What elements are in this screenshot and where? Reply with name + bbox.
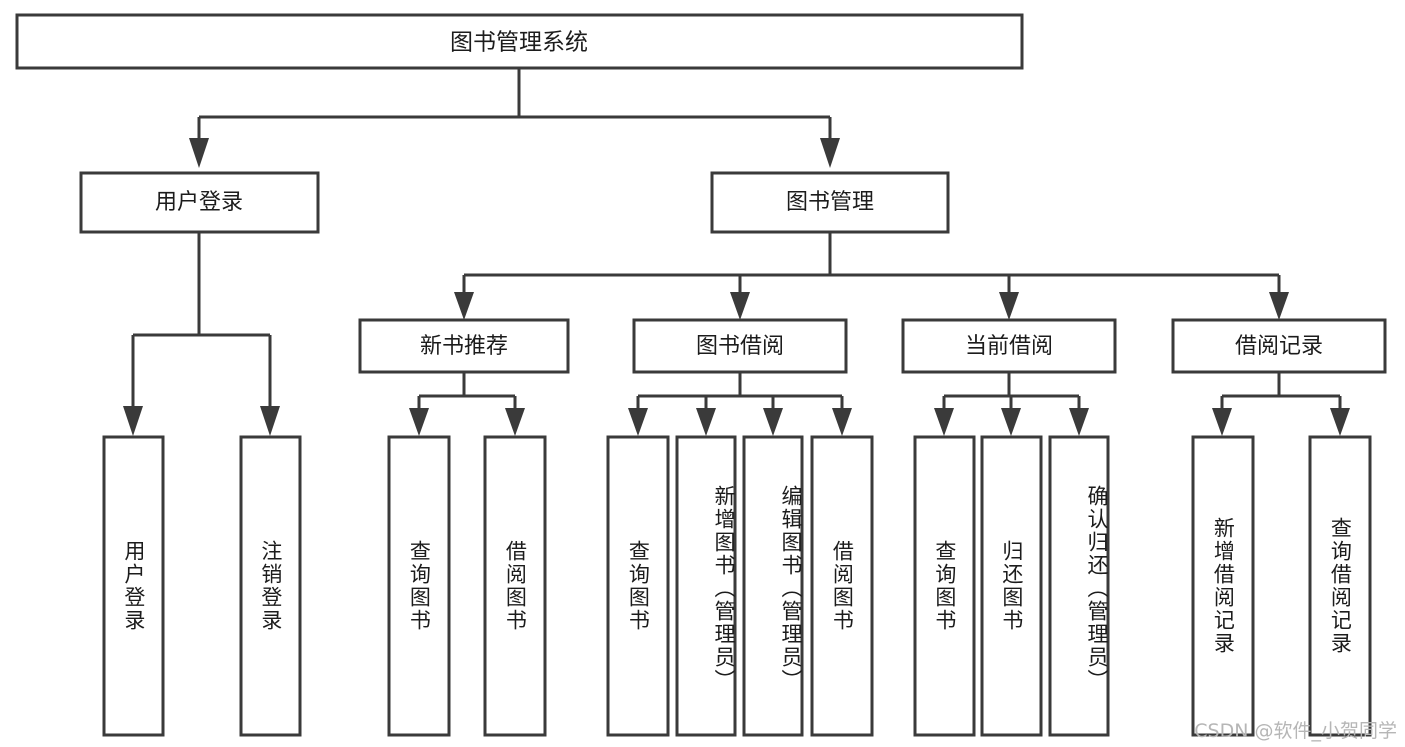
arrow-leaf-user-login-2 bbox=[260, 406, 280, 436]
arrow-to-current-borrow bbox=[999, 292, 1019, 320]
arrow-to-new-book bbox=[454, 292, 474, 320]
arrow-leaf-current-borrow-1 bbox=[934, 408, 954, 436]
leaf-box-book-borrow-2[interactable] bbox=[675, 435, 737, 737]
node-book-management-label: 图书管理 bbox=[786, 190, 874, 215]
arrow-leaf-book-borrow-2 bbox=[696, 408, 716, 436]
node-book-borrow-label: 图书借阅 bbox=[696, 334, 784, 359]
node-root-box[interactable] bbox=[15, 13, 1024, 70]
leaf-box-book-borrow-1[interactable] bbox=[606, 435, 670, 737]
node-borrow-record-label: 借阅记录 bbox=[1235, 334, 1323, 359]
leaf-box-borrow-record-1[interactable] bbox=[1191, 435, 1255, 737]
node-user-login-box[interactable] bbox=[79, 171, 320, 234]
node-book-borrow-box[interactable] bbox=[632, 318, 848, 374]
leaf-box-new-book-2[interactable] bbox=[483, 435, 547, 737]
node-user-login-label: 用户登录 bbox=[155, 190, 243, 215]
node-root-label: 图书管理系统 bbox=[450, 30, 588, 56]
leaf-box-new-book-1[interactable] bbox=[387, 435, 451, 737]
arrow-leaf-book-borrow-3 bbox=[763, 408, 783, 436]
arrow-to-book-mgmt bbox=[820, 138, 840, 168]
node-user-login[interactable]: 用户登录 bbox=[79, 171, 320, 234]
node-new-book-recommend-label: 新书推荐 bbox=[420, 334, 508, 359]
leaf-box-current-borrow-1[interactable] bbox=[913, 435, 976, 737]
connector-group bbox=[123, 68, 1350, 436]
leaf-box-user-login-1[interactable] bbox=[102, 435, 165, 737]
arrow-to-user-login bbox=[189, 138, 209, 168]
node-book-management-box[interactable] bbox=[710, 171, 950, 234]
node-new-book-recommend-box[interactable] bbox=[358, 318, 570, 374]
leaf-box-current-borrow-2[interactable] bbox=[980, 435, 1043, 737]
arrow-leaf-book-borrow-1 bbox=[628, 408, 648, 436]
leaf-box-book-borrow-4[interactable] bbox=[810, 435, 874, 737]
arrow-leaf-book-borrow-4 bbox=[832, 408, 852, 436]
arrow-leaf-new-book-2 bbox=[505, 408, 525, 436]
leaf-box-borrow-record-2[interactable] bbox=[1308, 435, 1372, 737]
node-current-borrow-label: 当前借阅 bbox=[965, 334, 1053, 359]
node-current-borrow[interactable]: 当前借阅 bbox=[901, 318, 1117, 374]
arrow-leaf-borrow-record-1 bbox=[1212, 408, 1232, 436]
arrow-leaf-current-borrow-2 bbox=[1001, 408, 1021, 436]
leaf-box-book-borrow-3[interactable] bbox=[742, 435, 804, 737]
arrow-leaf-new-book-1 bbox=[409, 408, 429, 436]
arrow-leaf-user-login-1 bbox=[123, 406, 143, 436]
node-current-borrow-box[interactable] bbox=[901, 318, 1117, 374]
node-new-book-recommend[interactable]: 新书推荐 bbox=[358, 318, 570, 374]
arrow-to-borrow-record bbox=[1269, 292, 1289, 320]
arrow-leaf-borrow-record-2 bbox=[1330, 408, 1350, 436]
node-borrow-record[interactable]: 借阅记录 bbox=[1171, 318, 1387, 374]
csdn-watermark: CSDN @软件_小贺同学 bbox=[1194, 720, 1397, 742]
arrow-to-book-borrow bbox=[730, 292, 750, 320]
node-book-borrow[interactable]: 图书借阅 bbox=[632, 318, 848, 374]
arrow-leaf-current-borrow-3 bbox=[1069, 408, 1089, 436]
node-borrow-record-box[interactable] bbox=[1171, 318, 1387, 374]
node-book-management[interactable]: 图书管理 bbox=[710, 171, 950, 234]
leaf-box-current-borrow-3[interactable] bbox=[1048, 435, 1110, 737]
leaf-box-user-login-2[interactable] bbox=[239, 435, 302, 737]
node-root[interactable]: 图书管理系统 bbox=[15, 13, 1024, 70]
